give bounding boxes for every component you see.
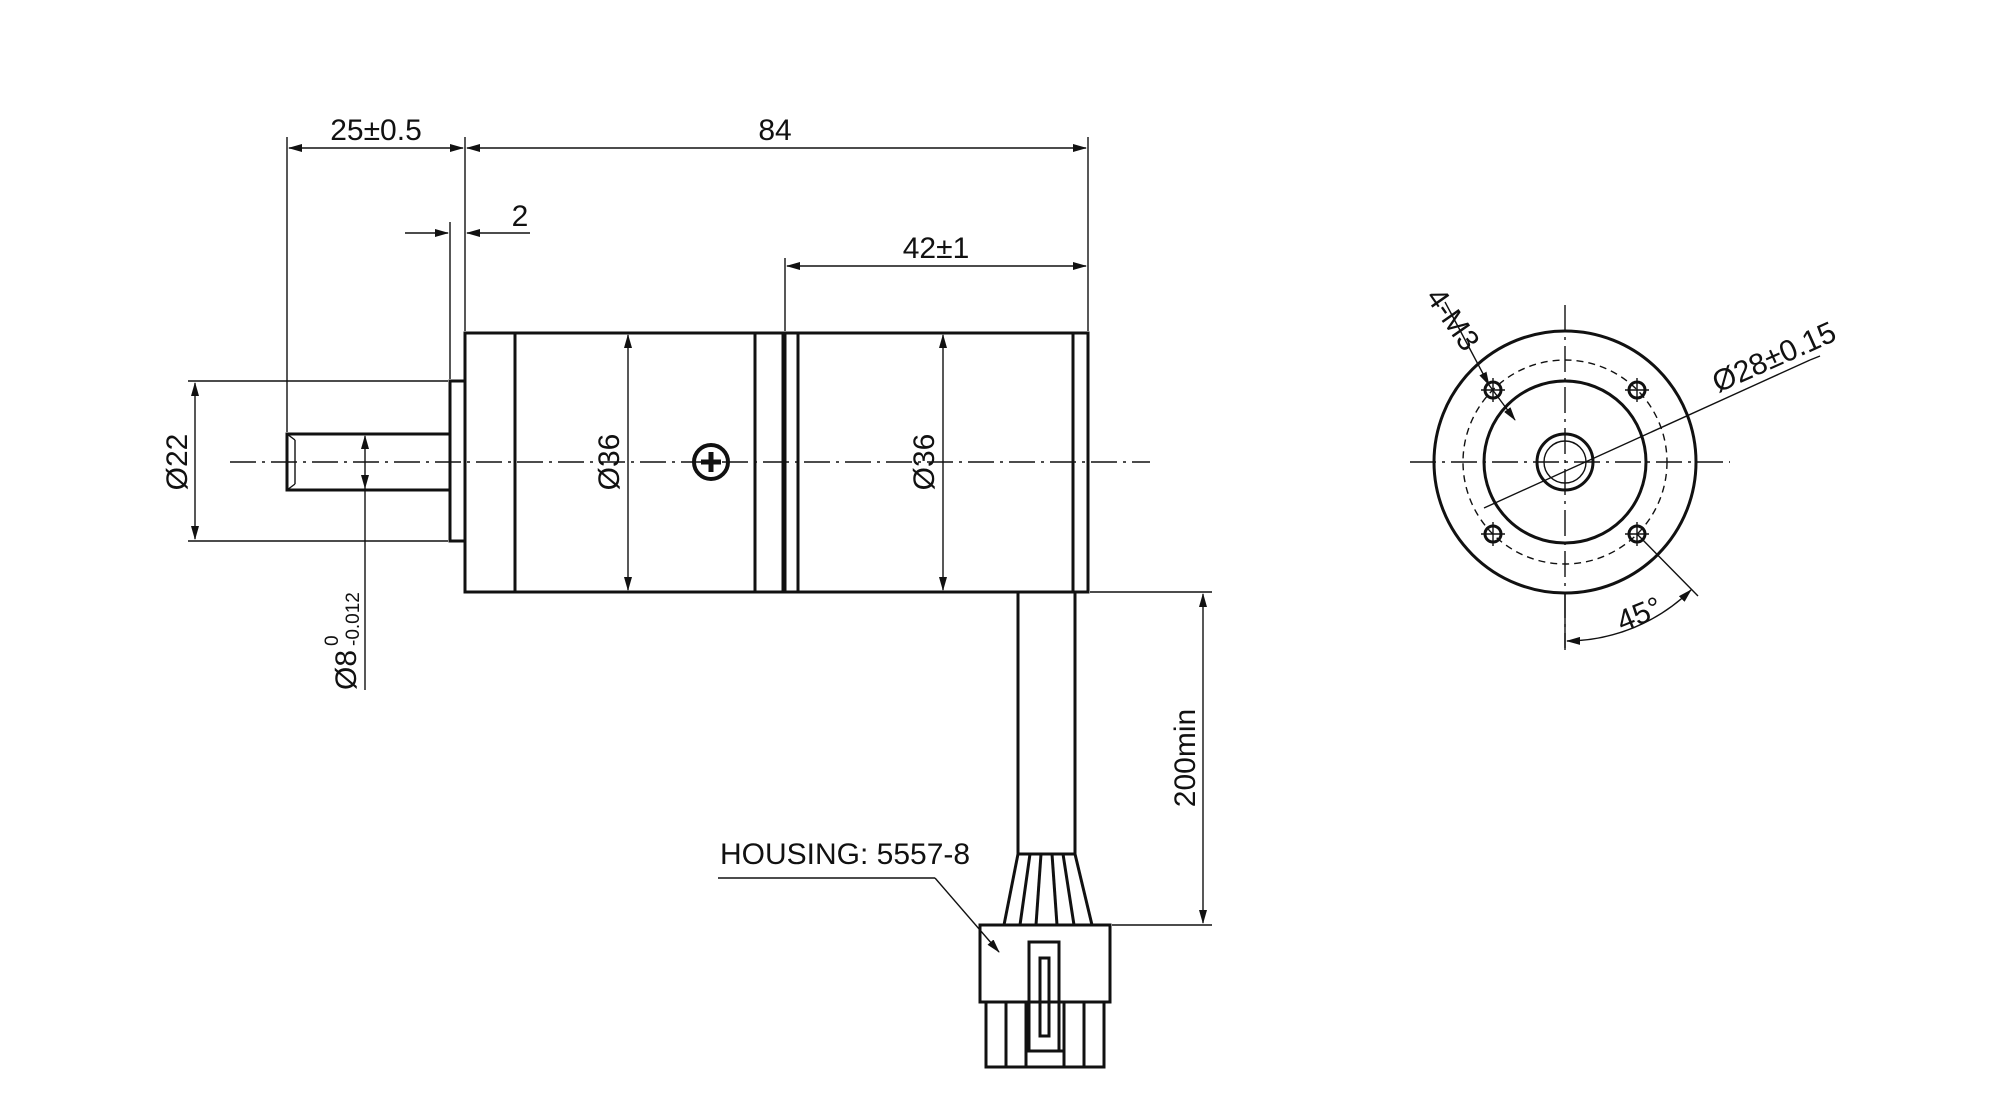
dim-gearbox-diameter: Ø36: [593, 434, 626, 491]
front-outer-circle: [1432, 329, 1698, 595]
dim-mount-threads: 4-M3: [1419, 282, 1485, 357]
dim-cable-length: 200min: [1169, 709, 1202, 807]
dim-motor-diameter: Ø36: [908, 434, 941, 491]
dim-pilot-length: 2: [512, 200, 529, 233]
dim-shaft-length: 25±0.5: [330, 114, 422, 147]
dim-shaft-tol-upper: 0: [322, 635, 343, 646]
shaft-chamfer-top: [286, 433, 296, 441]
bolt-circle-diagonal: [1483, 359, 1811, 509]
front-pilot-circle: [1482, 379, 1648, 545]
m3-leader-2: [1488, 384, 1516, 421]
angle-ref-diagonal: [1636, 533, 1699, 597]
front-bolt-circle: [1462, 359, 1668, 565]
housing-label: HOUSING: 5557-8: [720, 838, 970, 871]
bolt-circle-leader: [1809, 355, 1821, 361]
angle-arc: [1566, 589, 1692, 645]
screw-icon: [692, 443, 730, 481]
dim-shaft-tol-lower: -0.012: [343, 592, 364, 646]
cable-wires: [1002, 853, 1094, 926]
motor-body: [783, 331, 1090, 594]
dim-shaft-diameter: Ø8: [330, 650, 363, 690]
shaft-chamfer-bottom: [286, 483, 296, 491]
dim-bolt-circle: Ø28±0.15: [1707, 316, 1841, 400]
m3-leader: [1444, 301, 1490, 386]
mount-holes: [1481, 378, 1649, 546]
front-view: 4-M3 Ø28±0.15 45°: [1410, 282, 1841, 650]
dim-overall-length: 84: [758, 114, 791, 147]
dim-motor-length: 42±1: [903, 232, 970, 265]
pilot-boss: [448, 379, 467, 543]
connector-housing: [978, 923, 1112, 1069]
side-dimensions: 25±0.5 84 2 42±1 Ø22 Ø36 Ø36 Ø8 0 -0.012: [161, 114, 1212, 953]
dim-hole-angle: 45°: [1612, 591, 1666, 639]
cable-jacket: [1016, 590, 1077, 856]
front-shaft-circle: [1535, 432, 1595, 492]
dim-pilot-diameter: Ø22: [161, 434, 194, 491]
housing-leader: [934, 877, 1000, 953]
dim-shaft-diameter-group: Ø8 0 -0.012: [322, 592, 364, 690]
side-view: [230, 331, 1150, 1069]
